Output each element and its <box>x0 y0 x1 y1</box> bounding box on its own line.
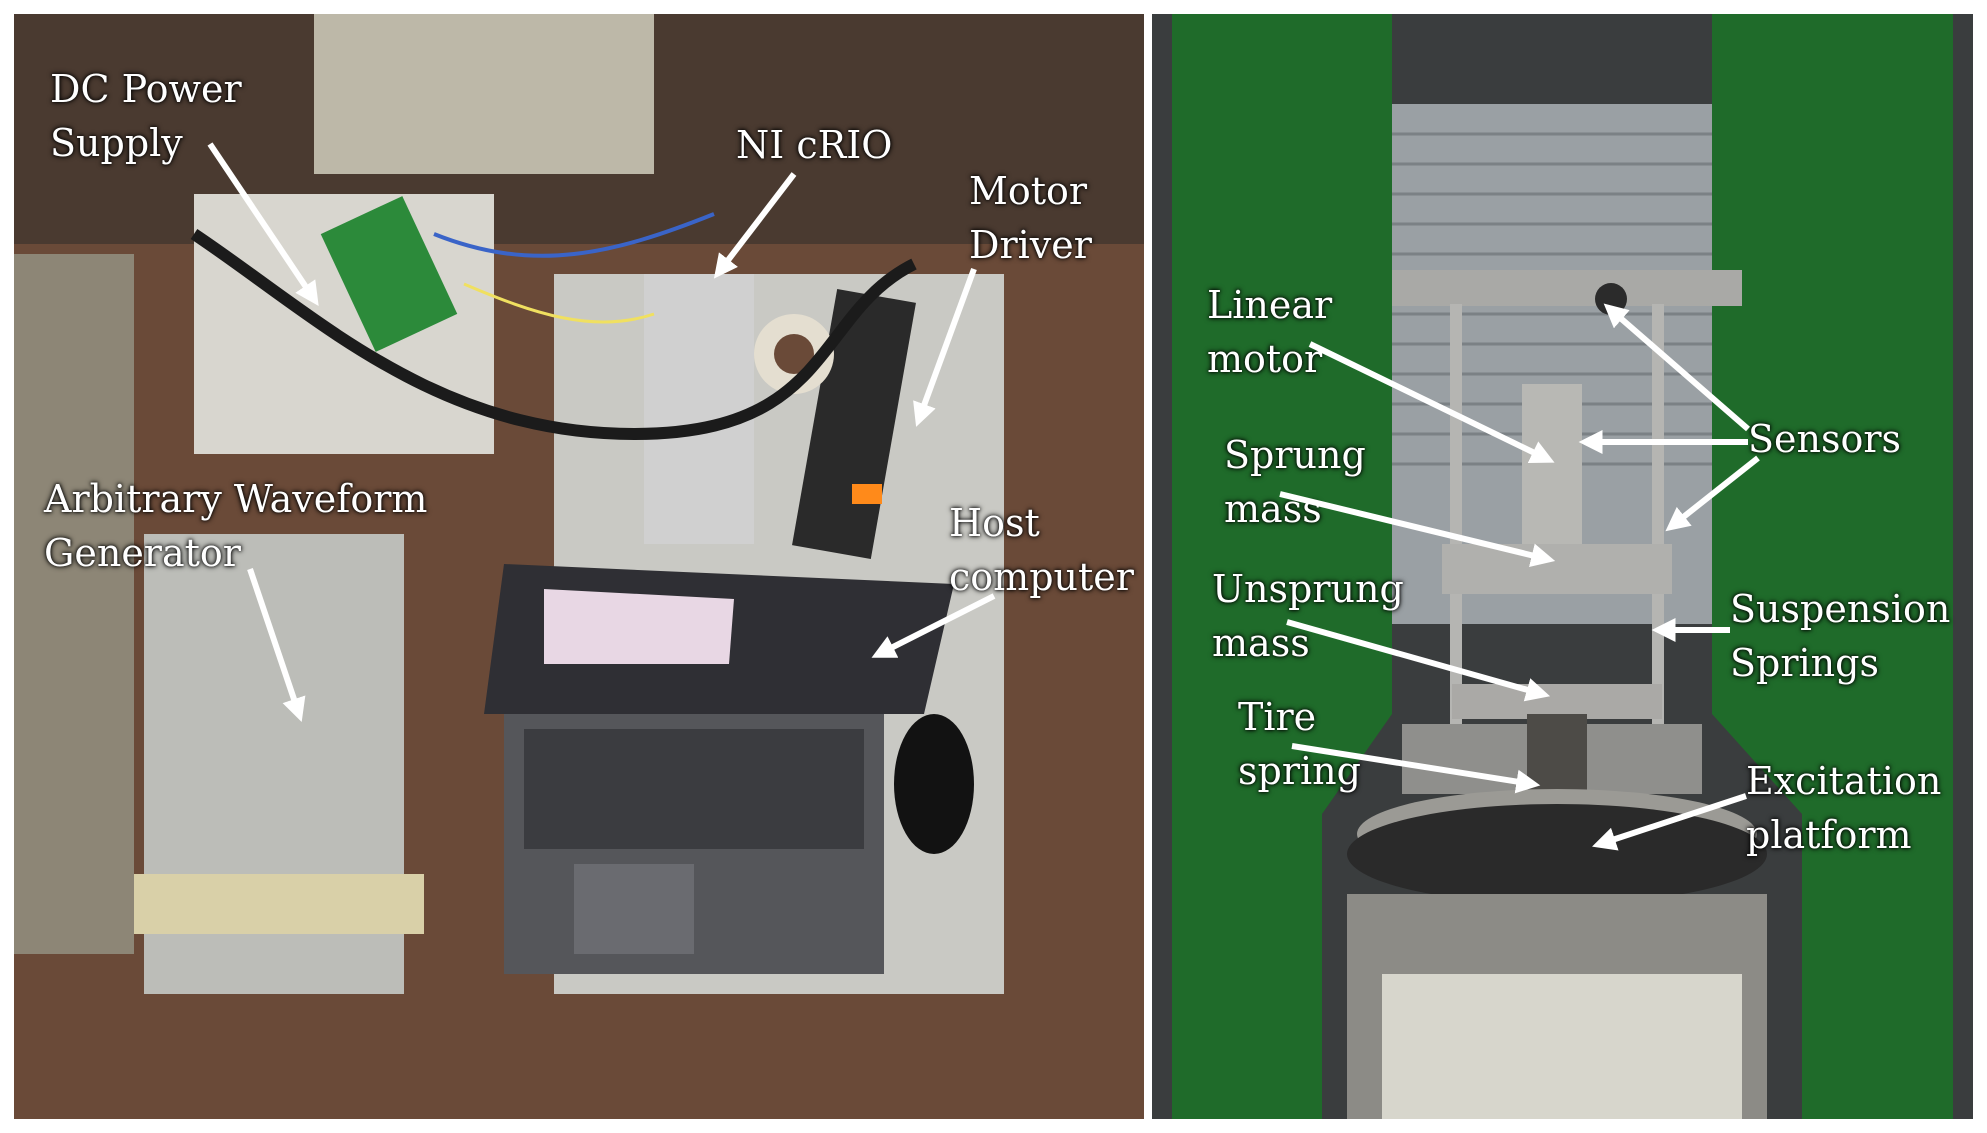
unsprung-mass-plate <box>1452 684 1662 719</box>
linear-motor <box>1522 384 1582 554</box>
right-green-frame <box>1712 14 1953 1119</box>
excitation-platform-line-2: platform <box>1746 813 1912 857</box>
suspension-springs-line-2: Springs <box>1730 641 1879 685</box>
ni-crio-label: NI cRIO <box>736 118 892 172</box>
linear-motor-line-1: Linear <box>1207 283 1333 327</box>
test-rig-photo <box>1152 14 1973 1119</box>
sprung-mass-line-1: Sprung <box>1224 433 1366 477</box>
unsprung-mass-line-2: mass <box>1212 621 1310 665</box>
control-setup-photo <box>14 14 1144 1119</box>
host-computer-line-2: computer <box>949 555 1134 599</box>
linear-motor-line-2: motor <box>1207 337 1323 381</box>
sprung-mass-label: Sprung mass <box>1224 428 1366 536</box>
sprung-mass-plate <box>1442 544 1672 594</box>
waveform-generator-line-2: Generator <box>44 531 241 575</box>
suspension-springs-line-1: Suspension <box>1730 587 1951 631</box>
sensors-label: Sensors <box>1748 412 1901 466</box>
motor-driver-label: Motor Driver <box>969 164 1092 272</box>
host-computer-label: Host computer <box>949 496 1134 604</box>
ni-crio-unit <box>644 274 754 544</box>
waveform-generator-line-1: Arbitrary Waveform <box>44 477 428 521</box>
excitation-platform-label: Excitation platform <box>1746 754 1941 862</box>
tire-spring-label: Tire spring <box>1238 690 1361 798</box>
motor-driver-line-1: Motor <box>969 169 1088 213</box>
motor-driver-unit <box>792 289 916 559</box>
tire-spring-line-2: spring <box>1238 749 1361 793</box>
dc-power-supply-label: DC Power Supply <box>50 62 242 170</box>
waveform-generator-label: Arbitrary Waveform Generator <box>44 472 427 580</box>
sensors-line-1: Sensors <box>1748 417 1902 461</box>
sprung-mass-line-2: mass <box>1224 487 1322 531</box>
suspension-springs-label: Suspension Springs <box>1730 582 1950 690</box>
sensor-top <box>1595 283 1627 315</box>
host-computer-line-1: Host <box>949 501 1040 545</box>
unsprung-mass-label: Unsprung mass <box>1212 562 1404 670</box>
motor-driver-line-2: Driver <box>969 223 1092 267</box>
dc-power-supply-line-1: DC Power <box>50 67 242 111</box>
left-photo-panel: DC Power Supply NI cRIO Motor Driver Arb… <box>14 14 1144 1119</box>
mouse <box>894 714 974 854</box>
ni-crio-line-1: NI cRIO <box>736 123 893 167</box>
right-photo-panel: Linear motor Sprung mass Unsprung mass T… <box>1152 14 1973 1119</box>
tire-spring-line-1: Tire <box>1238 695 1317 739</box>
left-green-frame <box>1172 14 1392 1119</box>
linear-motor-label: Linear motor <box>1207 278 1332 386</box>
dc-power-supply-line-2: Supply <box>50 121 183 165</box>
excitation-platform-line-1: Excitation <box>1746 759 1942 803</box>
unsprung-mass-line-1: Unsprung <box>1212 567 1404 611</box>
